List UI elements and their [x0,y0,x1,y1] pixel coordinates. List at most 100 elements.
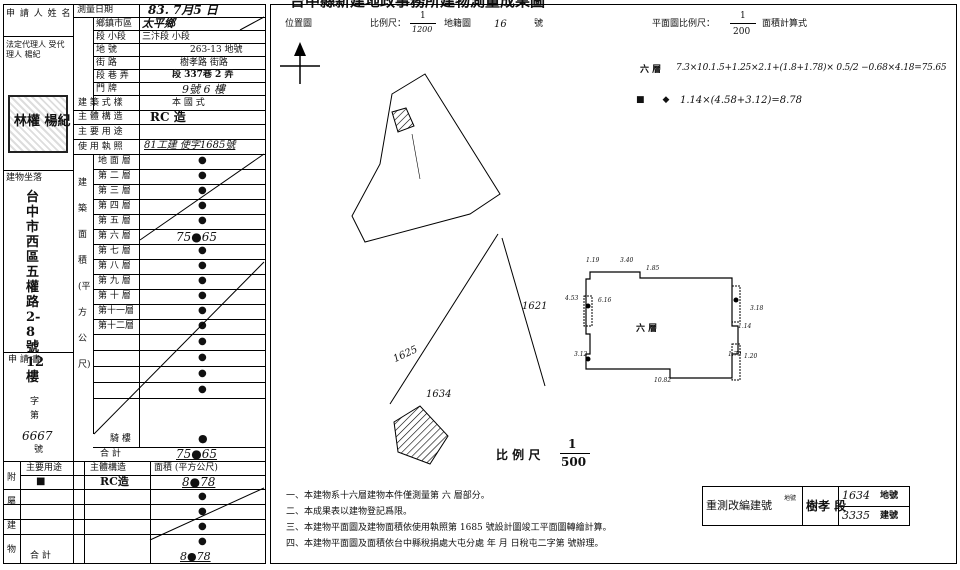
parcel-1621-label: 1621 [522,301,548,312]
street-value: 樹孝路 街路 [180,58,228,68]
application-suffix: 號 [34,445,44,455]
location-scale-den: 1200 [412,25,433,34]
application-number: 6667 [22,429,53,443]
floor-label: 第 九 層 [98,276,131,286]
main-scale-num: 1 [568,437,577,451]
annex-total-value: 8●78 [180,550,211,563]
door-label: 門 牌 [96,84,117,94]
floorplan-floor-label: 六 層 [636,324,658,334]
balcony-label: 騎 樓 [110,434,131,444]
extra-row-value: ● [198,384,207,395]
note-line: 一、本建物系十六層建物本件僅測量第 六 層部分。 [286,491,490,501]
parcel-1634-label: 1634 [426,389,452,400]
map-no-value: 16 [494,19,507,30]
main-scale-label: 比 例 尺 [496,448,541,462]
style-value: 本 國 式 [172,98,205,108]
dim-4: 4.53 [565,295,579,302]
annex-structure-value: RC造 [100,475,129,488]
floor-label: 第 七 層 [98,246,131,256]
floor-label: 第 二 層 [98,171,131,181]
annex-row-value: ● [198,521,207,532]
annex-row-value: ● [198,491,207,502]
floor-area-value: ● [198,170,207,181]
floor-area-value: ● [198,245,207,256]
floor-label: 第 五 層 [98,216,131,226]
resurvey-label-small: 地號 [784,495,797,502]
floor-area-value: ● [198,215,207,226]
dim-2: 3.40 [620,257,634,264]
annex-area-label: 面積 (平方公尺) [154,463,218,473]
annex-label: 附屬建物 [7,473,17,555]
calc-floor-label: 六 層 [640,65,662,75]
north-arrow-icon [280,42,320,84]
section-label: 段 小段 [96,32,126,42]
floor-label: 第 三 層 [98,186,131,196]
license-label: 使 用 執 照 [78,142,123,152]
calc-line-1: 7.3×10.1.5+1.25×2.1+(1.8+1.78)× 0.5/2 −0… [676,63,947,73]
calc-annex-marker: ■ ◆ [636,95,670,105]
applicant-seal: 林權 楊紀 [8,95,71,153]
location-map-label: 位置圖 [285,19,313,29]
applicant-representative: 法定代理人 受代理人 楊紀 [6,40,65,59]
annex-use-value: ■ [36,476,46,487]
resurvey-land-suffix: 地號 [880,491,899,501]
structure-value: RC 造 [150,110,186,124]
annex-use-label: 主要用途 [26,463,63,473]
application-label: 申 請 書 [8,355,41,365]
extra-row-value: ● [198,368,207,379]
resurvey-label: 重測改編建號 [706,499,772,512]
resurvey-land-no: 1634 [842,489,870,502]
floor-area-value: ● [198,185,207,196]
location-value: 台中市西區五權路2-8號12樓 [26,190,45,385]
annex-total-label: 合 計 [30,551,51,561]
dim-10: 3.12 [574,351,588,358]
total-value: 75●65 [176,447,218,461]
extra-row-value: ● [198,352,207,363]
main-scale-den: 500 [561,455,587,469]
floor-label: 第十一層 [98,306,135,316]
map-no-suffix: 號 [534,19,544,29]
floor-area-value: 75●65 [176,230,218,244]
dim-9: 1.20 [744,353,758,360]
floor-area-value: ● [198,200,207,211]
form-frame [3,4,266,564]
style-label: 建 築 式 樣 [78,98,123,108]
map-no-label: 地籍圖 [444,19,472,29]
floor-area-value: ● [198,155,207,166]
lane-label: 段 巷 弄 [96,71,129,81]
floor-label: 第 八 層 [98,261,131,271]
survey-date-value: 83. 7月5 日 [148,3,218,17]
annex-row-value: ● [198,536,207,547]
location-label: 建物坐落 [6,173,43,183]
floor-area-value: ● [198,305,207,316]
note-line: 二、本成果表以建物登記爲限。 [286,507,413,517]
dim-5: 6.16 [598,297,612,304]
note-line: 四、本建物平面圖及面積依台中縣稅捐處大屯分處 年 月 日稅屯二字第 號辦理。 [286,539,604,549]
township-label: 鄉鎮市區 [96,19,133,29]
floor-label: 第 十 層 [98,291,131,301]
resurvey-bldg-no: 3335 [842,509,870,522]
total-label: 合 計 [100,449,121,459]
floor-label: 第十二層 [98,321,135,331]
annex-area-value: 8●78 [182,475,216,489]
lane-value: 段 337巷 2 弄 [172,70,234,80]
floor-area-value: ● [198,290,207,301]
floorplan-scale-den: 200 [733,27,751,37]
annex-row-value: ● [198,506,207,517]
dim-3: 1.85 [646,265,660,272]
resurvey-section: 樹孝 段 [806,499,847,513]
street-label: 街 路 [96,58,117,68]
section-value: 三汴段 小段 [142,32,190,42]
applicant-label: 申 請 人 姓 名 [6,9,72,19]
floorplan-scale-suffix: 面積計算式 [762,19,808,29]
form-diagonals [93,16,265,541]
door-value: 9號 6 樓 [182,83,225,96]
parcel-value: 263-13 地號 [190,45,243,55]
building-area-group-label: 建 築 面 積 (平 方 公 尺) [78,178,91,370]
floor-label: 第 六 層 [98,231,131,241]
dim-7: 1.14 [738,323,752,330]
survey-date-label: 測量日期 [77,5,114,15]
resurvey-bldg-suffix: 建號 [880,511,899,521]
plan-frame [270,4,957,564]
license-value: 81工建 使字1685號 [144,140,236,151]
